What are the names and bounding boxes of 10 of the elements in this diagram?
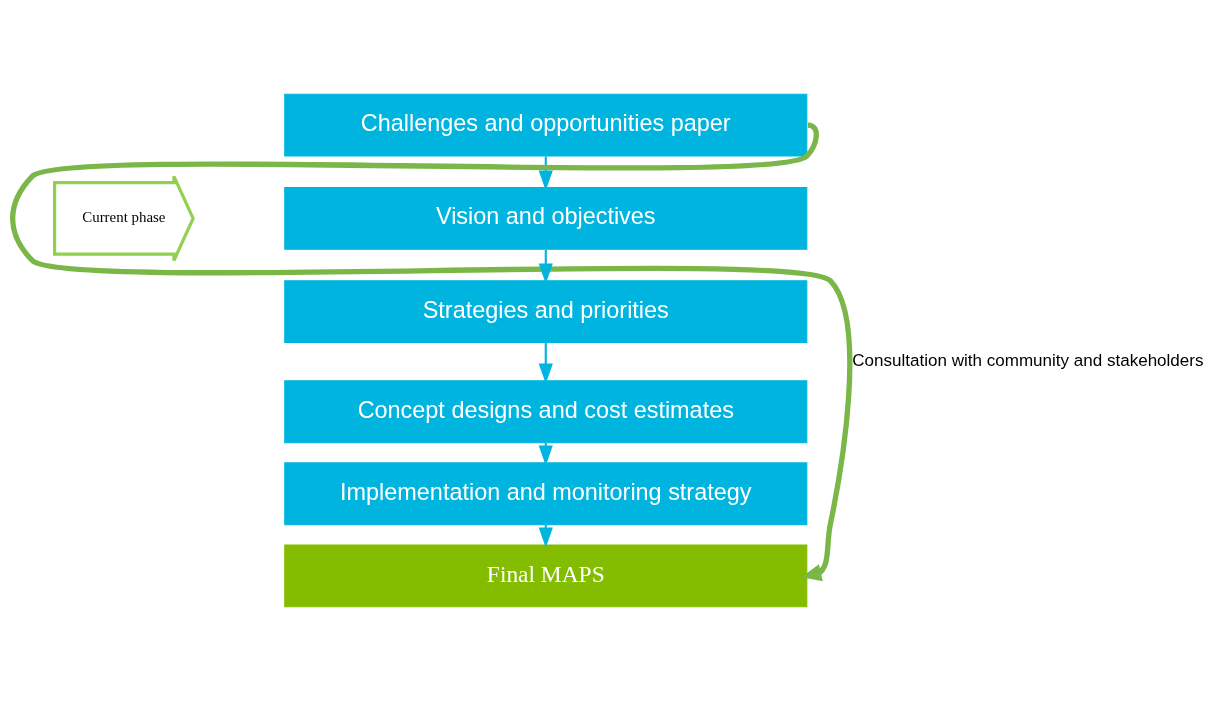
node-box: Implementation and monitoring strategy — [284, 462, 808, 526]
node-box: Final MAPS — [284, 544, 808, 608]
node-box: Strategies and priorities — [284, 280, 808, 344]
arrow — [10, 124, 853, 582]
arrow — [538, 249, 553, 284]
edge-label: Consultation with community and stakeholders — [852, 350, 1204, 370]
node-box: Vision and objectives — [284, 186, 808, 250]
node-box: Challenges and opportunities paper — [284, 93, 808, 157]
node-box: Concept designs and cost estimates — [284, 380, 808, 444]
arrow — [538, 342, 553, 384]
